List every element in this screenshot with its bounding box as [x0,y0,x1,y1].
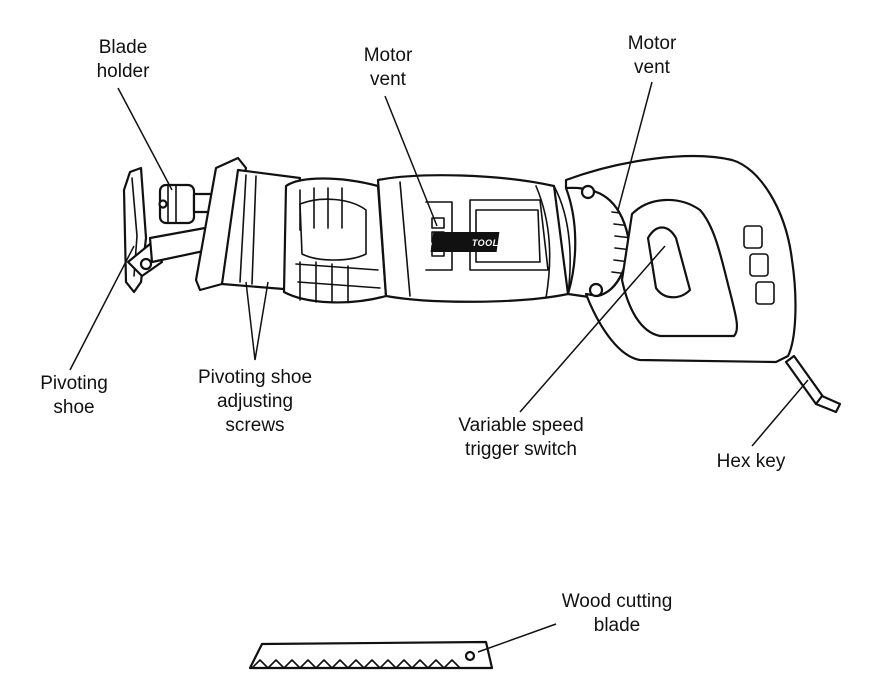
label-line: Pivoting [40,373,108,394]
label-line: Wood cutting [561,591,673,612]
label-motor-vent-left: Motor vent [364,44,413,92]
label-line: shoe [53,397,95,418]
front-grip [282,177,388,304]
label-wood-blade: Wood cutting blade [562,590,673,638]
leader-wood-blade [477,623,557,653]
label-line: Motor [363,45,413,66]
motor-body [376,174,571,303]
label-line: vent [370,69,406,90]
leader-adjusting-screws [245,281,269,361]
rear-handle [564,154,797,364]
label-line: Variable speed [458,415,584,436]
leader-pivoting-shoe [69,245,135,371]
pivoting-shoe [122,166,164,294]
label-blade-holder: Blade holder [97,36,150,84]
label-hex-key: Hex key [717,450,786,474]
label-motor-vent-right: Motor vent [628,32,677,80]
label-line: holder [96,61,150,82]
label-line: adjusting [216,391,294,412]
label-line: Hex key [716,451,786,472]
leader-motor-vent-left [384,95,438,227]
leader-trigger-switch [519,245,666,413]
label-line: Pivoting shoe [197,367,313,388]
leader-lines [69,81,809,653]
label-line: trigger switch [465,439,577,460]
brand-logo: TOOLSHOP [471,238,527,248]
label-line: Motor [627,33,677,54]
label-line: Blade [98,37,148,58]
label-line: vent [634,57,670,78]
label-line: blade [593,615,641,636]
wood-cutting-blade [248,640,494,670]
leader-hex-key [751,379,809,447]
leader-motor-vent-right [617,81,653,211]
label-trigger-switch: Variable speed trigger switch [458,414,583,462]
label-line: screws [225,415,285,436]
label-pivoting-shoe: Pivoting shoe [40,372,108,420]
hex-key [784,354,842,414]
label-adjusting-screws: Pivoting shoe adjusting screws [198,366,312,438]
leader-blade-holder [117,87,173,191]
